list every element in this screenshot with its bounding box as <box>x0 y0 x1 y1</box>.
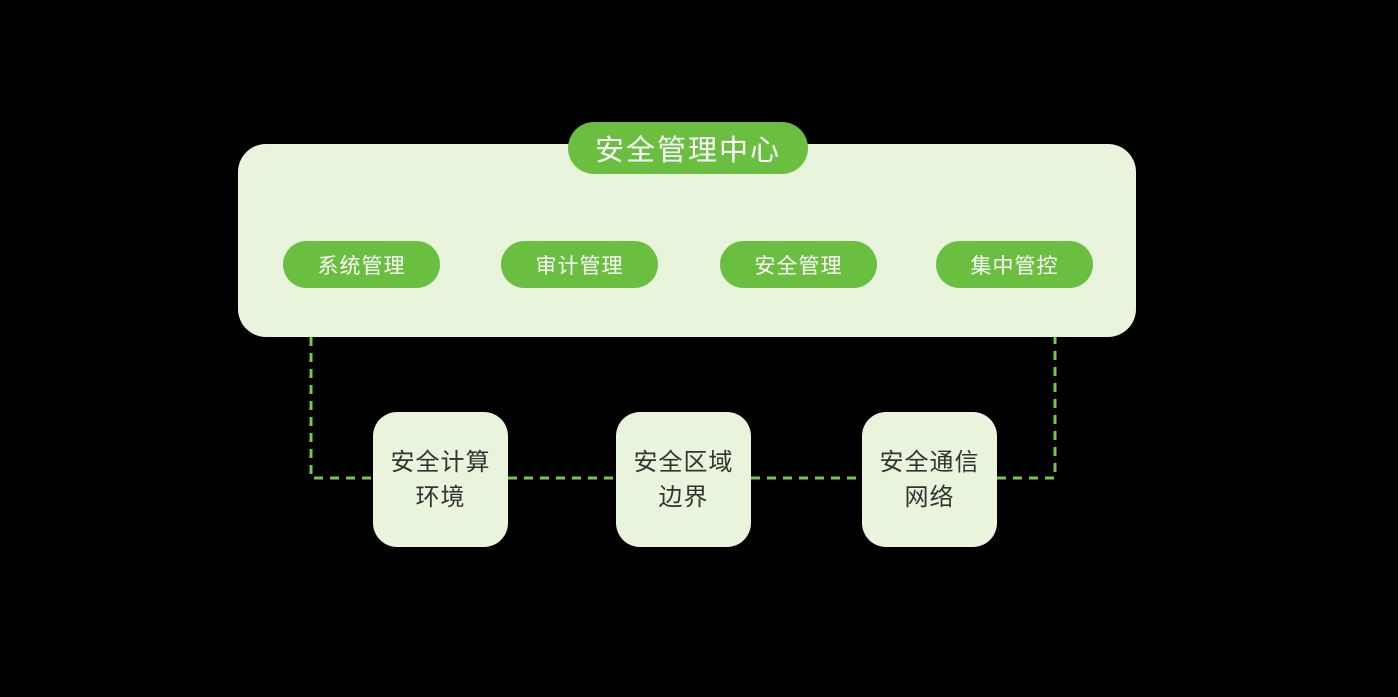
pill-security-management: 安全管理 <box>720 241 877 288</box>
pill-label: 审计管理 <box>535 254 624 278</box>
pill-label: 系统管理 <box>317 254 406 278</box>
box-secure-communication-network: 安全通信 网络 <box>862 412 997 547</box>
pill-label: 安全管理 <box>754 254 843 278</box>
pill-system-management: 系统管理 <box>283 241 440 288</box>
box-secure-area-boundary: 安全区域 边界 <box>616 412 751 547</box>
management-center-panel <box>238 144 1136 337</box>
title-label: 安全管理中心 <box>594 135 781 167</box>
box-label-line: 边界 <box>658 483 709 511</box>
title-pill: 安全管理中心 <box>568 122 808 174</box>
pill-label: 集中管控 <box>970 254 1059 278</box>
connector-panel-to-box3 <box>997 337 1057 480</box>
connector-panel-to-box1 <box>309 337 373 480</box>
box-label-line: 安全区域 <box>633 448 734 476</box>
box-secure-computing-environment: 安全计算 环境 <box>373 412 508 547</box>
box-label-line: 安全计算 <box>390 448 491 476</box>
pill-centralized-control: 集中管控 <box>936 241 1093 288</box>
box-label-line: 环境 <box>415 483 466 511</box>
box-label-line: 安全通信 <box>879 448 980 476</box>
pill-audit-management: 审计管理 <box>501 241 658 288</box>
box-label-line: 网络 <box>904 483 955 511</box>
